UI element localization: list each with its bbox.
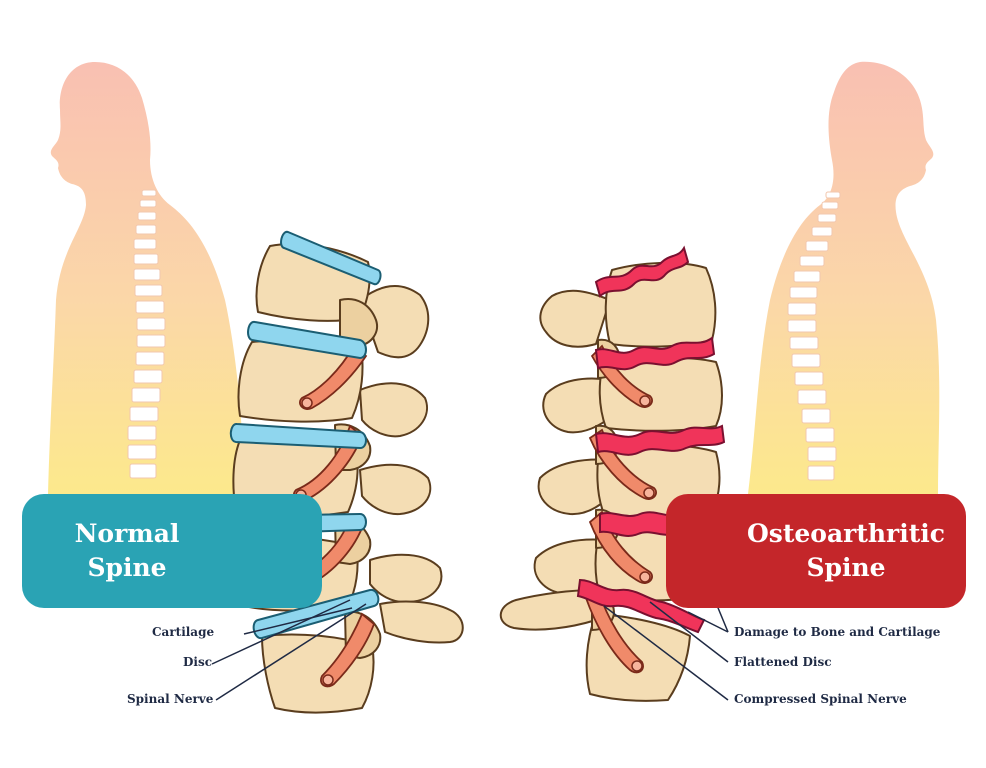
- oa-spine-title-line2: Spine: [806, 553, 886, 582]
- normal-spine-title-line1: Normal: [74, 519, 180, 548]
- normal-spine-title-line2: Spine: [87, 553, 167, 582]
- label-damage-bone-cartilage: Damage to Bone and Cartilage: [734, 625, 941, 639]
- oa-silhouette-spine: [787, 191, 841, 481]
- label-cartilage: Cartilage: [152, 625, 215, 639]
- oa-silhouette: [748, 61, 940, 494]
- normal-spine-panel: Normal Spine: [22, 494, 322, 608]
- label-flattened-disc: Flattened Disc: [734, 655, 832, 669]
- label-compressed-spinal-nerve: Compressed Spinal Nerve: [734, 692, 907, 706]
- normal-silhouette-spine: [127, 189, 166, 479]
- osteoarthritic-spine-panel: Osteoarthritic Spine: [666, 494, 966, 608]
- oa-nerve-ends: [631, 395, 655, 672]
- label-disc: Disc: [183, 655, 213, 669]
- oa-spine-title-line1: Osteoarthritic: [746, 519, 945, 548]
- label-spinal-nerve: Spinal Nerve: [127, 692, 214, 706]
